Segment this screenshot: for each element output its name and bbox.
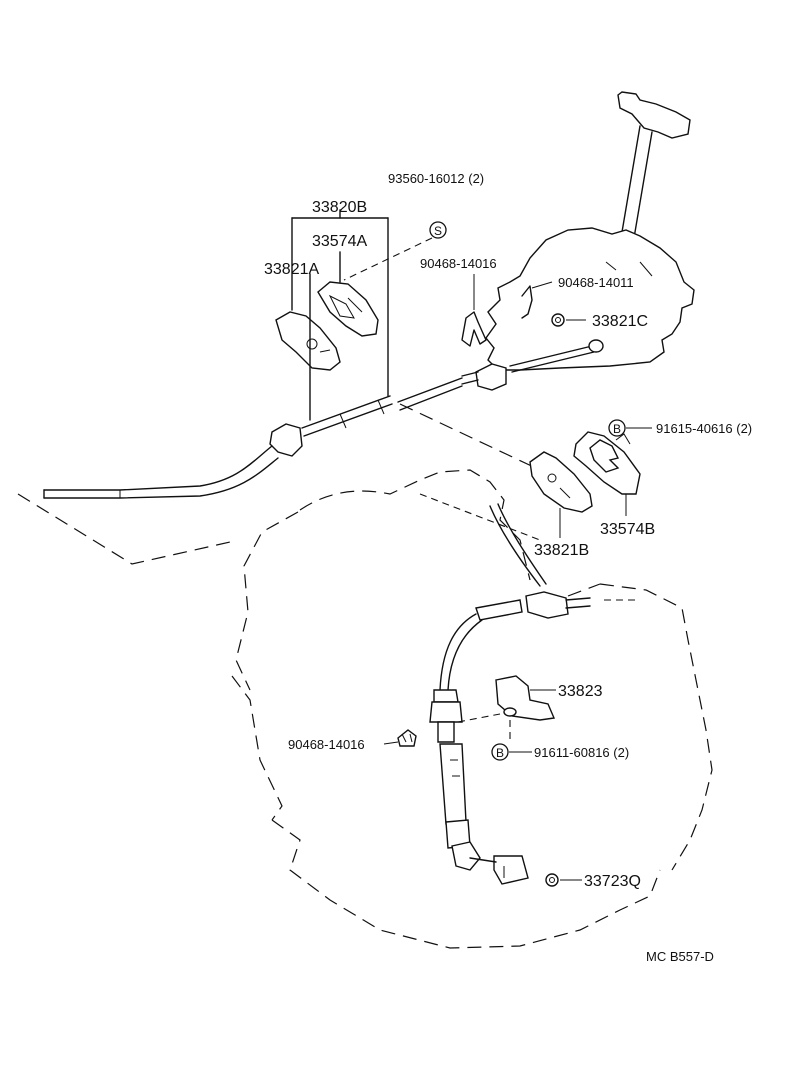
label-33821A: 33821A [264, 261, 319, 278]
leader-cable-to-plate-b [399, 403, 541, 471]
shift-lever-assembly [485, 91, 695, 371]
svg-text:S: S [434, 224, 442, 238]
plate-33821B [529, 451, 593, 538]
nut-33723Q [545, 873, 582, 887]
label-33821B: 33821B [534, 542, 589, 559]
code-s-marker: S [429, 221, 447, 239]
label-33723Q: 33723Q [584, 873, 641, 890]
label-91611-60816: 91611-60816 (2) [534, 745, 629, 760]
label-93560-16012: 93560-16012 (2) [388, 171, 484, 186]
lower-cable-routing [429, 503, 591, 885]
label-33574A: 33574A [312, 233, 367, 250]
plate-33821A [275, 311, 341, 371]
leader-90468-lower [383, 741, 399, 745]
label-91615-40616: 91615-40616 (2) [656, 421, 752, 436]
bracket-33823 [457, 675, 556, 744]
label-33823: 33823 [558, 683, 603, 700]
transmission-control-cable [43, 339, 604, 499]
washer-33821C [551, 313, 586, 327]
label-33821C: 33821C [592, 313, 648, 330]
label-33574B: 33574B [600, 521, 655, 538]
label-90468-14011: 90468-14011 [558, 275, 634, 290]
plate-33574A [317, 281, 379, 337]
clip-90468-14016-lower [397, 729, 417, 747]
label-33820B: 33820B [312, 199, 367, 216]
leader-s-to-plate [343, 237, 433, 281]
code-b-marker-upper: B [608, 419, 652, 437]
clip-90468-14016-upper [461, 274, 487, 347]
svg-text:B: B [496, 746, 504, 760]
drawing-code: MC B557-D [646, 949, 714, 964]
bracket-33820B [291, 209, 389, 421]
code-b-marker-lower: B [491, 743, 532, 761]
plate-33574B [573, 431, 641, 516]
label-90468-14016-lower: 90468-14016 [288, 737, 365, 752]
transmission-case-outline [17, 469, 713, 949]
label-90468-14016-upper: 90468-14016 [420, 256, 497, 271]
clip-90468-14011 [521, 281, 553, 319]
svg-text:B: B [613, 422, 621, 436]
